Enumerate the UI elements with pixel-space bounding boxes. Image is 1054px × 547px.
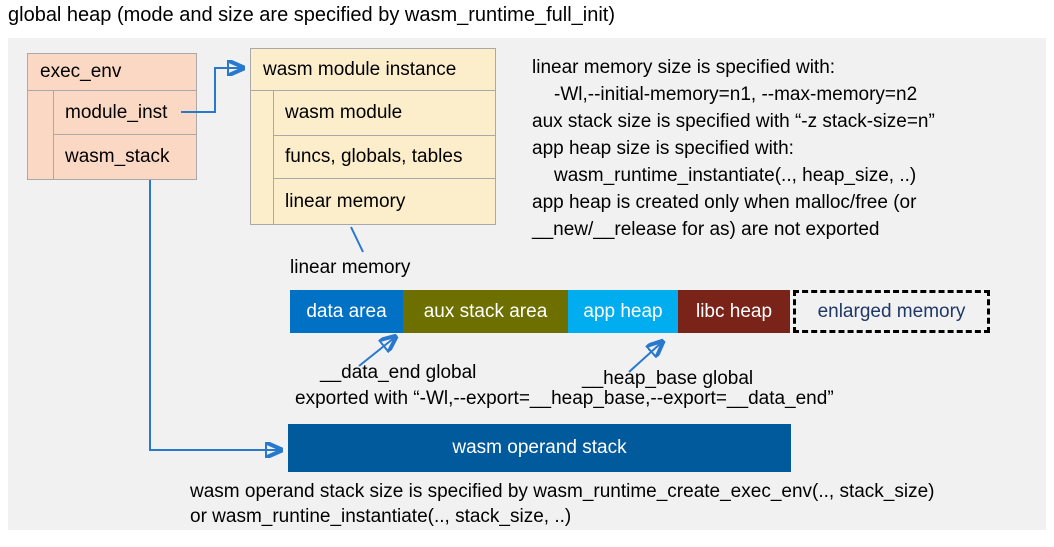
segment-app-heap: app heap [568, 290, 678, 333]
memory-size-notes: linear memory size is specified with: -W… [532, 54, 1002, 243]
segment-data-area: data area [290, 290, 403, 333]
module-instance-row-funcs-globals-tables: funcs, globals, tables [274, 136, 495, 179]
heap-base-global-label: __heap_base global [582, 368, 754, 389]
note-line: -Wl,--initial-memory=n1, --max-memory=n2 [554, 84, 918, 105]
export-flags-label: exported with “-Wl,--export=__heap_base,… [295, 388, 834, 409]
exec-env-body: module_inst wasm_stack [28, 91, 196, 179]
module-instance-body: wasm module funcs, globals, tables linea… [251, 91, 495, 224]
exec-env-row-wasm-stack: wasm_stack [65, 146, 170, 167]
module-instance-header: wasm module instance [251, 49, 495, 91]
note-line: wasm operand stack size is specified by … [190, 481, 935, 502]
linear-memory-label: linear memory [290, 257, 411, 278]
segment-enlarged-memory: enlarged memory [793, 290, 990, 333]
module-instance-row-wasm-module: wasm module [274, 91, 495, 136]
segment-aux-stack-area: aux stack area [403, 290, 568, 333]
module-instance-row-linear-memory: linear memory [285, 190, 406, 212]
note-line: app heap is created only when malloc/fre… [532, 192, 917, 213]
exec-env-header: exec_env [28, 54, 196, 91]
note-line: app heap size is specified with: [532, 138, 794, 159]
note-line: __new/__release for as) are not exported [532, 219, 880, 240]
exec-env-spacer [28, 91, 54, 179]
data-end-global-label: __data_end global [320, 362, 477, 383]
note-line: wasm_runtime_instantiate(.., heap_size, … [554, 165, 917, 186]
diagram-title: global heap (mode and size are specified… [8, 4, 615, 26]
linear-memory-bar: data area aux stack area app heap libc h… [290, 290, 790, 333]
module-instance-spacer [251, 91, 274, 224]
note-line: aux stack size is specified with “-z sta… [532, 111, 935, 132]
exec-env-row-module-inst: module_inst [54, 91, 196, 135]
exec-env-box: exec_env module_inst wasm_stack [27, 53, 197, 180]
note-line: linear memory size is specified with: [532, 57, 836, 78]
wasm-operand-stack-bar: wasm operand stack [288, 424, 791, 472]
segment-libc-heap: libc heap [678, 290, 790, 333]
module-instance-box: wasm module instance wasm module funcs, … [250, 48, 496, 225]
operand-stack-notes: wasm operand stack size is specified by … [190, 479, 935, 529]
note-line: or wasm_runtine_instantiate(.., stack_si… [190, 506, 572, 527]
